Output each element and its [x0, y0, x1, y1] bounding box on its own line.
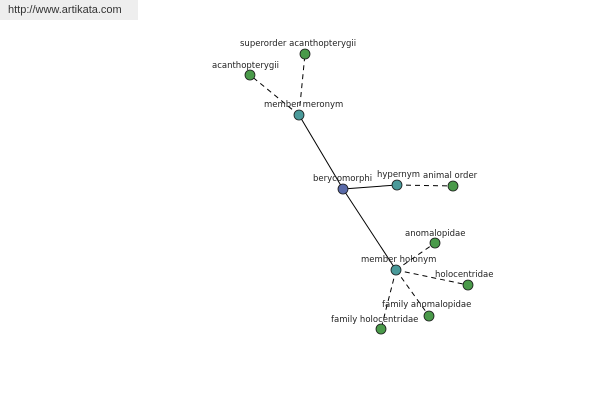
edges-layer [249, 53, 469, 330]
node-superorder-acanthopterygii[interactable] [299, 48, 311, 60]
edge-member-holonym-to-family-holocentridae [380, 269, 397, 330]
node-label-member-holonym[interactable]: member holonym [361, 255, 436, 265]
edge-hypernym-to-animal-order [396, 184, 454, 187]
edge-berycomorphi-to-member-meronym [298, 114, 344, 190]
node-anomalopidae[interactable] [429, 237, 441, 249]
edge-berycomorphi-to-hypernym [342, 184, 398, 190]
nodes-layer [244, 48, 474, 335]
edge-berycomorphi-to-member-holonym [342, 188, 397, 271]
labels-layer: berycomorphi member meronym hypernym member… [212, 39, 493, 325]
node-family-holocentridae[interactable] [375, 323, 387, 335]
node-animal-order[interactable] [447, 180, 459, 192]
node-hypernym[interactable] [391, 179, 403, 191]
node-label-family-anomalopidae[interactable]: family anomalopidae [382, 300, 471, 310]
node-label-family-holocentridae[interactable]: family holocentridae [331, 315, 418, 325]
edge-member-meronym-to-superorder-acanthopterygii [298, 53, 306, 116]
node-member-holonym[interactable] [390, 264, 402, 276]
node-berycomorphi[interactable] [337, 183, 349, 195]
node-label-animal-order[interactable]: animal order [423, 171, 478, 181]
node-label-anomalopidae[interactable]: anomalopidae [405, 229, 465, 239]
node-family-anomalopidae[interactable] [423, 310, 435, 322]
node-label-acanthopterygii[interactable]: acanthopterygii [212, 61, 279, 71]
node-label-superorder-acanthopterygii[interactable]: superorder acanthopterygii [240, 39, 356, 49]
node-member-meronym[interactable] [293, 109, 305, 121]
edge-member-holonym-to-anomalopidae [395, 242, 436, 271]
node-acanthopterygii[interactable] [244, 69, 256, 81]
node-label-hypernym[interactable]: hypernym [377, 170, 420, 180]
node-label-member-meronym[interactable]: member meronym [264, 100, 343, 110]
site-url-banner[interactable]: http://www.artikata.com [0, 0, 138, 20]
node-label-berycomorphi[interactable]: berycomorphi [313, 174, 372, 184]
edge-member-meronym-to-acanthopterygii [249, 74, 300, 116]
edge-member-holonym-to-family-anomalopidae [395, 269, 430, 317]
node-label-holocentridae[interactable]: holocentridae [435, 270, 493, 280]
node-holocentridae[interactable] [462, 279, 474, 291]
edge-member-holonym-to-holocentridae [395, 269, 469, 286]
